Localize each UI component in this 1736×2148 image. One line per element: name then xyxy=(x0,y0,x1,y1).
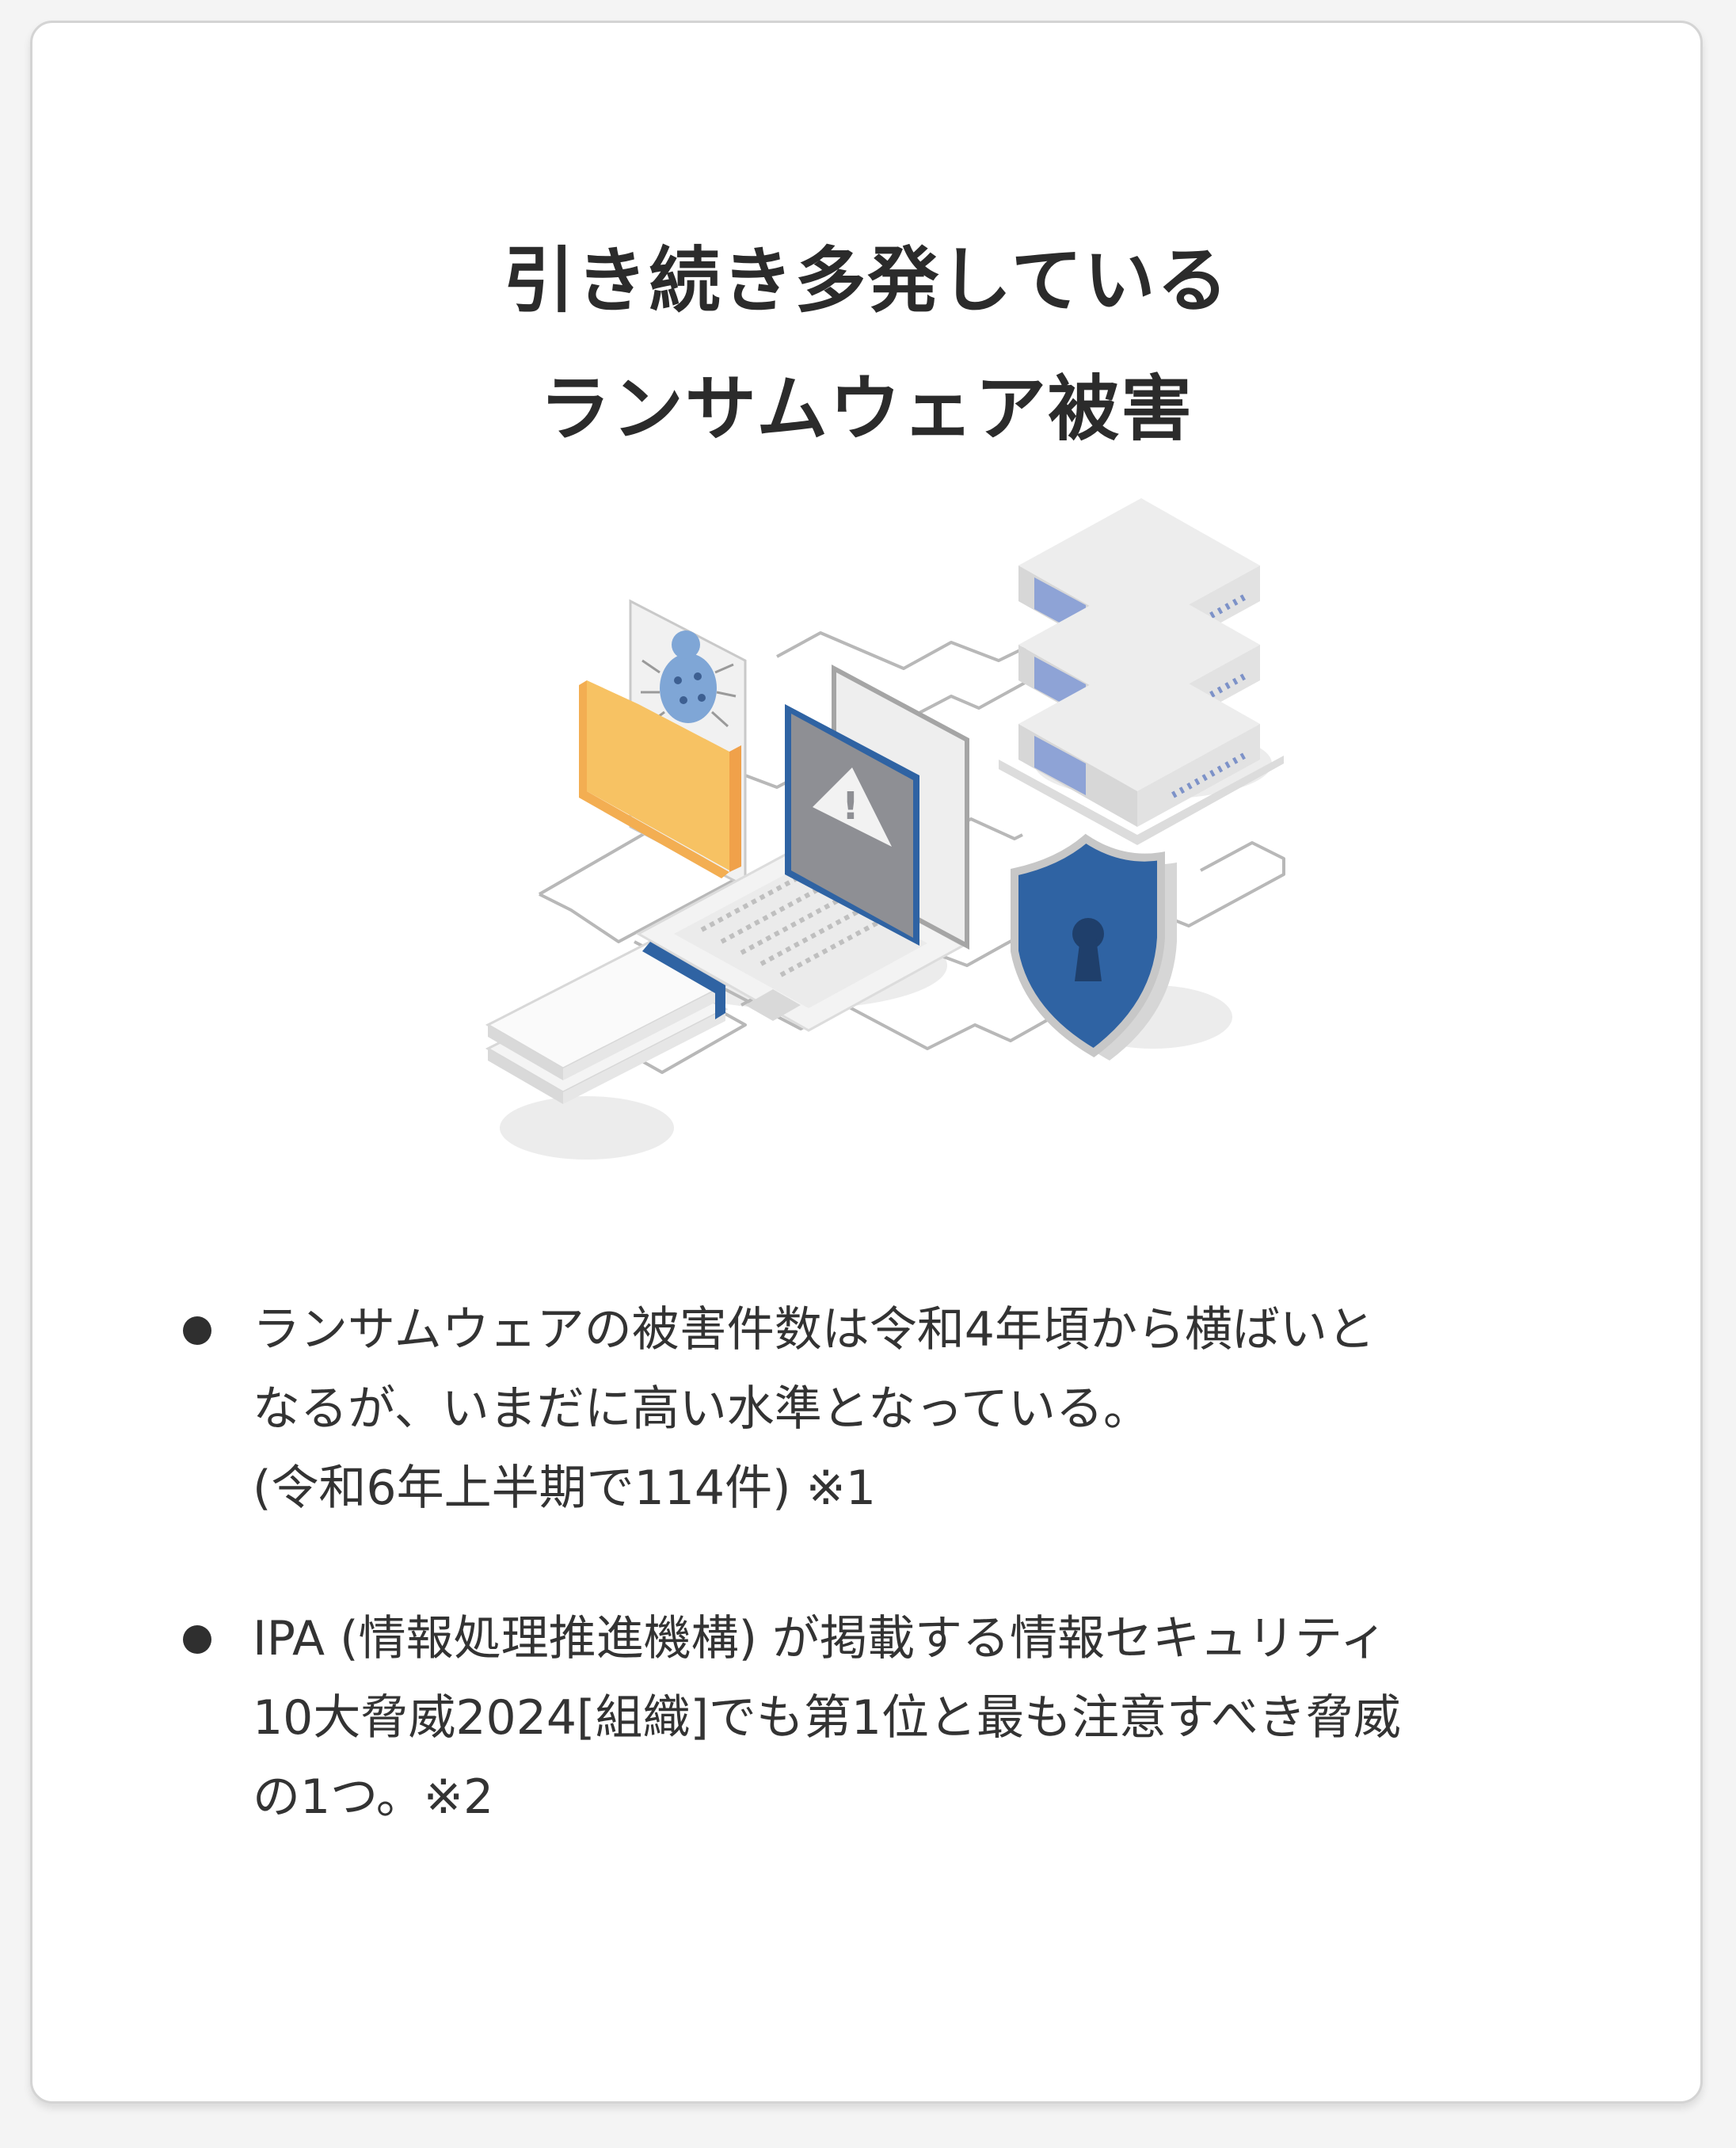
shield-lock-icon xyxy=(1011,833,1177,1061)
warning-monitor-icon: ! xyxy=(785,704,919,946)
bullet-line: なるが、いまだに高い水準となっている。 xyxy=(253,1381,1151,1437)
bullet-dot-icon xyxy=(183,1316,211,1345)
network-security-illustration: ! xyxy=(485,498,1285,1160)
bullet-item-ipa-threat: IPA (情報処理推進機構) が掲載する情報セキュリティ 10大脅威2024[組… xyxy=(183,1599,1608,1837)
bullet-line: (令和6年上半期で114件) ※1 xyxy=(253,1461,877,1516)
server-rack-icon xyxy=(999,498,1284,845)
bullet-dot-icon xyxy=(183,1625,211,1654)
bullet-line: ランサムウェアの被害件数は令和4年頃から横ばいと xyxy=(253,1302,1375,1358)
card-title: 引き続き多発している ランサムウェア被害 xyxy=(32,217,1700,474)
bullet-line: IPA (情報処理推進機構) が掲載する情報セキュリティ xyxy=(253,1611,1388,1666)
bullet-item-ransomware-count: ランサムウェアの被害件数は令和4年頃から横ばいと なるが、いまだに高い水準となっ… xyxy=(183,1290,1608,1528)
document-stack-icon xyxy=(485,940,729,1104)
laptop-icon xyxy=(635,849,966,1032)
title-line-1: 引き続き多発している xyxy=(503,239,1230,323)
info-bullet-list: ランサムウェアの被害件数は令和4年頃から横ばいと なるが、いまだに高い水準となっ… xyxy=(183,1290,1608,1908)
bullet-line: の1つ。※2 xyxy=(253,1769,494,1825)
bullet-line: 10大脅威2024[組織]でも第1位と最も注意すべき脅威 xyxy=(253,1690,1401,1746)
svg-text:!: ! xyxy=(842,784,859,828)
title-line-2: ランサムウェア被害 xyxy=(539,368,1194,451)
folder-icon xyxy=(579,680,741,878)
ransomware-info-card: 引き続き多発している ランサムウェア被害 xyxy=(30,21,1703,2104)
